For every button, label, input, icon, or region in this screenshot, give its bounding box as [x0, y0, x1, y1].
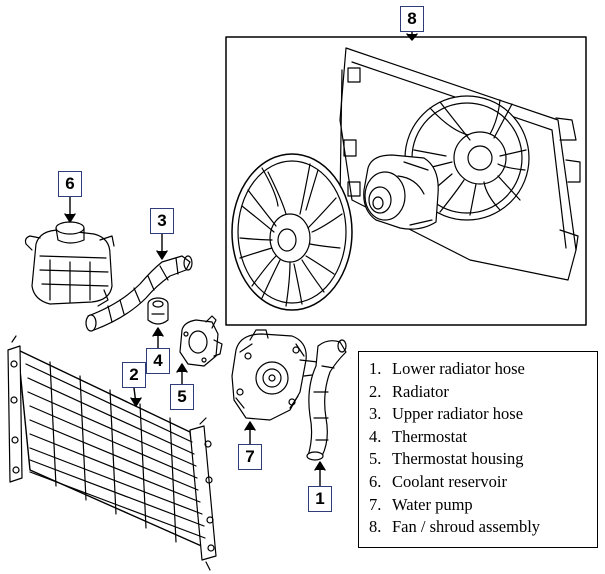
radiator — [7, 335, 217, 571]
lower-radiator-hose — [306, 339, 347, 461]
legend-number: 2. — [369, 381, 382, 401]
callout-8: 8 — [400, 6, 424, 32]
upper-radiator-hose — [85, 255, 193, 332]
legend-item: 5. Thermostat housing — [369, 448, 597, 471]
fan-blade — [231, 153, 353, 311]
legend-label: Thermostat — [392, 426, 468, 446]
thermostat — [147, 297, 169, 325]
callout-2: 2 — [122, 362, 146, 388]
fan-motor — [363, 154, 439, 230]
callout-4: 4 — [146, 348, 170, 374]
legend-number: 1. — [369, 359, 382, 378]
legend-list: 1. Lower radiator hose 2. Radiator 3. Upper… — [369, 358, 597, 539]
fan-assembly-frame — [225, 36, 587, 326]
coolant-reservoir — [24, 221, 115, 307]
legend-label: Coolant reservoir — [392, 471, 508, 491]
legend-number: 7. — [369, 494, 382, 514]
thermostat-housing — [179, 315, 223, 367]
legend-number: 3. — [369, 404, 382, 424]
legend-label: Lower radiator hose — [392, 359, 525, 378]
legend-item: 8. Fan / shroud assembly — [369, 516, 597, 539]
legend-item: 7. Water pump — [369, 494, 597, 517]
water-pump — [231, 329, 321, 421]
legend-number: 8. — [369, 517, 382, 537]
legend-label: Thermostat housing — [392, 449, 524, 469]
legend-label: Water pump — [392, 494, 473, 514]
legend-label: Radiator — [392, 381, 449, 401]
legend-item: 6. Coolant reservoir — [369, 471, 597, 494]
legend-label: Fan / shroud assembly — [392, 517, 541, 537]
legend-label: Upper radiator hose — [392, 404, 524, 424]
callout-5: 5 — [170, 384, 194, 410]
legend-number: 4. — [369, 426, 382, 446]
legend-item: 2. Radiator — [369, 381, 597, 404]
callout-3: 3 — [150, 208, 174, 234]
legend-number: 5. — [369, 449, 382, 469]
legend-number: 6. — [369, 471, 382, 491]
callout-1: 1 — [308, 486, 332, 512]
legend-item: 4. Thermostat — [369, 426, 597, 449]
callout-7: 7 — [238, 444, 262, 470]
legend-item: 1. Lower radiator hose — [369, 358, 597, 381]
callout-leaders — [64, 31, 418, 487]
legend-item: 3. Upper radiator hose — [369, 403, 597, 426]
callout-6: 6 — [58, 171, 82, 197]
parts-legend: 1. Lower radiator hose 2. Radiator 3. Upper… — [358, 351, 598, 548]
